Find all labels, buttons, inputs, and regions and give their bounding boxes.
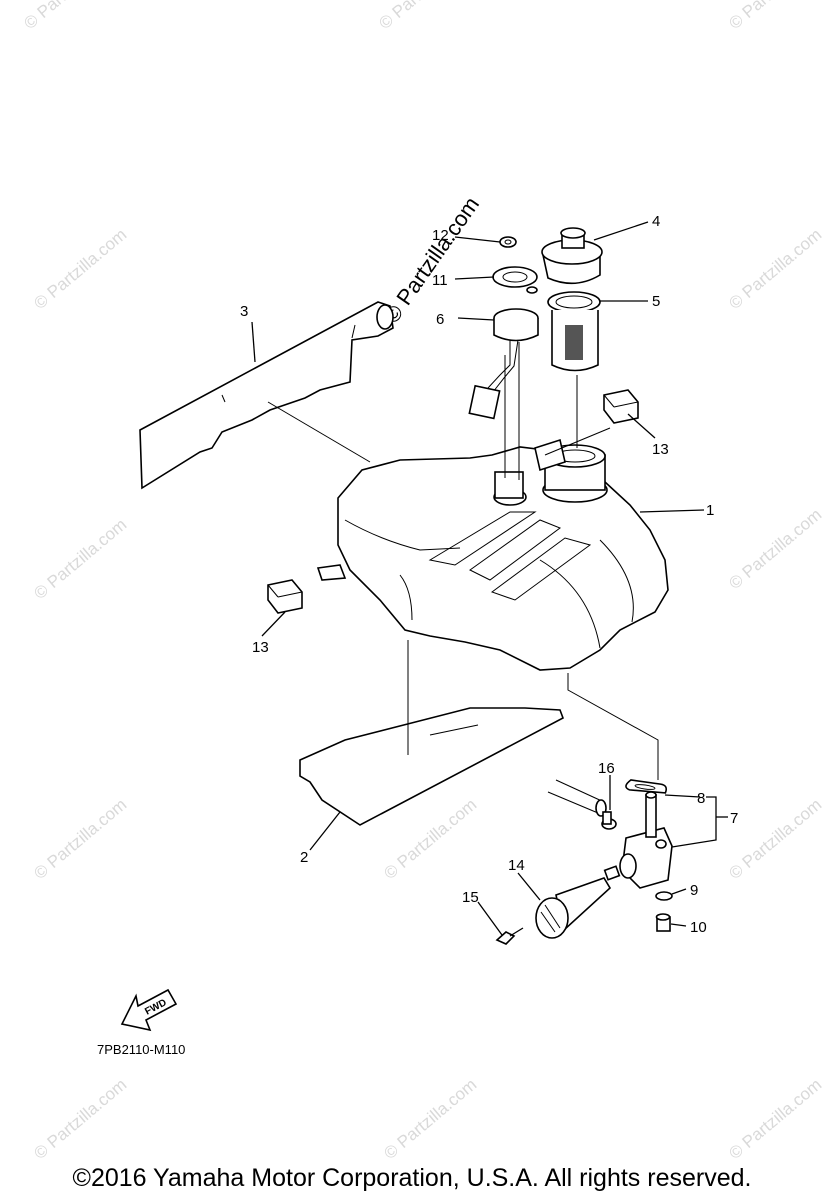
callout-9: 9	[690, 882, 698, 899]
part-15-screw	[495, 927, 524, 945]
watermark: © Partzilla.com	[30, 795, 130, 883]
part-12-washer	[499, 236, 517, 248]
watermark: © Partzilla.com	[380, 795, 480, 883]
callout-labels: 1 2 3 4 5 6 7 8 9 10 11 12 13 13 14 15 1…	[240, 213, 738, 936]
assembly-lines	[267, 342, 659, 780]
part-11-gasket	[492, 266, 538, 294]
callout-13-lower: 13	[252, 639, 269, 656]
watermark: © Partzilla.com	[30, 515, 130, 603]
callout-16: 16	[598, 760, 615, 777]
part-5-strainer	[547, 291, 601, 372]
callout-8: 8	[697, 790, 705, 807]
part-2-under-cover	[299, 707, 564, 826]
part-13-damper	[267, 579, 303, 614]
copyright-notice: ©2016 Yamaha Motor Corporation, U.S.A. A…	[72, 1164, 752, 1192]
callout-13-upper: 13	[652, 441, 669, 458]
part-16-hose	[547, 779, 617, 830]
part-6-sender-unit	[468, 308, 539, 420]
watermark: © Partzilla.com	[20, 0, 120, 33]
diagram-code: 7PB2110-M110	[97, 1042, 185, 1057]
watermark: © Partzilla.com	[725, 1075, 824, 1163]
callout-7: 7	[730, 810, 738, 827]
watermark: © Partzilla.com	[725, 505, 824, 593]
part-14-lever	[535, 865, 621, 939]
callout-2: 2	[300, 849, 308, 866]
watermark: © Partzilla.com	[380, 1075, 480, 1163]
callout-15: 15	[462, 889, 479, 906]
callout-3: 3	[240, 303, 248, 320]
callout-10: 10	[690, 919, 707, 936]
part-7-fuel-cock	[619, 791, 673, 889]
watermark: © Partzilla.com	[375, 0, 475, 33]
part-10-bolt	[655, 913, 671, 932]
part-9-washer	[655, 891, 673, 901]
callout-6: 6	[436, 311, 444, 328]
part-3-side-cover	[139, 301, 394, 490]
callout-1: 1	[706, 502, 714, 519]
callout-5: 5	[652, 293, 660, 310]
watermark: © Partzilla.com	[30, 1075, 130, 1163]
callout-12: 12	[432, 227, 449, 244]
callout-14: 14	[508, 857, 525, 874]
part-1-fuel-tank	[316, 438, 669, 671]
watermark: © Partzilla.com	[30, 225, 130, 313]
watermark: © Partzilla.com	[725, 795, 824, 883]
callout-11: 11	[432, 272, 448, 289]
fwd-arrow-icon: FWD	[120, 988, 178, 1032]
center-watermark: © Partzilla.com	[379, 192, 485, 328]
watermark: © Partzilla.com	[725, 225, 824, 313]
leader-lines	[251, 221, 728, 936]
callout-4: 4	[652, 213, 660, 230]
part-4-filler-cap	[541, 227, 603, 285]
part-8-gasket	[625, 779, 668, 794]
watermark: © Partzilla.com	[725, 0, 824, 33]
